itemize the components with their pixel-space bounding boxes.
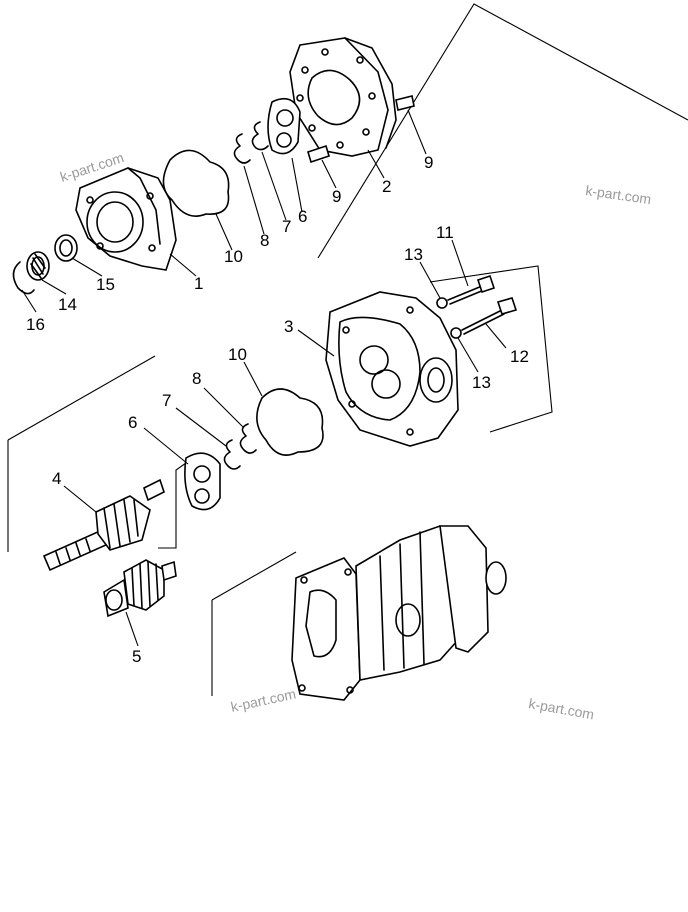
dowel-pin-part-9-upper [395, 95, 415, 111]
callout-5: 5 [132, 647, 141, 666]
callout-1: 1 [194, 274, 203, 293]
bracket-left-top [7, 355, 156, 441]
callout-9-upper: 9 [424, 153, 433, 172]
callout-14: 14 [58, 295, 77, 314]
bolt-part-12 [461, 297, 518, 335]
o-ring-part-10-upper [162, 149, 230, 217]
rear-housing-part-2 [289, 37, 397, 157]
washer-part-15-hole [59, 239, 73, 257]
watermark-4: k-part.com [527, 695, 595, 722]
callout-6-lower: 6 [128, 413, 137, 432]
callout-12: 12 [510, 347, 529, 366]
callout-7-lower: 7 [162, 391, 171, 410]
pressure-plate-part-6-lower [184, 452, 221, 511]
dowel-pin-part-9-lower [307, 144, 330, 164]
callout-15: 15 [96, 275, 115, 294]
callout-10-lower: 10 [228, 345, 247, 364]
backup-ring-part-8-upper [233, 133, 251, 164]
watermark-2: k-part.com [585, 182, 653, 207]
washer-part-13-upper [436, 297, 448, 309]
callout-10-upper: 10 [224, 247, 243, 266]
seal-part-7-upper [251, 121, 269, 151]
washer-part-13-lower [450, 327, 462, 339]
callout-2: 2 [382, 177, 391, 196]
callout-13-upper: 13 [404, 245, 423, 264]
leader-lines [21, 109, 507, 647]
middle-housing-part-3 [325, 291, 459, 447]
pressure-plate-part-6-upper [267, 97, 301, 155]
bolt-part-11 [447, 274, 496, 305]
washer-part-15 [54, 234, 78, 262]
bracket-right-mid [429, 265, 553, 433]
bearing-part-14 [26, 251, 50, 281]
seal-part-7-lower [223, 439, 241, 470]
callout-8-lower: 8 [192, 369, 201, 388]
watermark-3: k-part.com [229, 686, 297, 715]
bracket-assembly-top [211, 551, 297, 601]
callout-6-upper: 6 [298, 207, 307, 226]
callout-7-upper: 7 [282, 217, 291, 236]
callout-11: 11 [436, 223, 454, 242]
callout-16: 16 [26, 315, 45, 334]
driven-gear-part-5 [103, 559, 177, 618]
front-cover-part-1 [75, 167, 177, 271]
callout-4: 4 [52, 469, 61, 488]
bracket-upper-right [317, 3, 688, 259]
callout-13-lower: 13 [472, 373, 491, 392]
snap-ring-part-16 [12, 261, 35, 295]
pump-assembly [291, 525, 507, 701]
backup-ring-part-8-lower [239, 423, 257, 454]
callout-3: 3 [284, 317, 293, 336]
callout-9-lower: 9 [332, 187, 341, 206]
callout-8-upper: 8 [260, 231, 269, 250]
o-ring-part-10-lower [256, 388, 324, 456]
callout-numbers: 1 2 9 9 6 7 8 10 15 14 16 3 11 13 12 13 … [26, 153, 529, 666]
drive-gear-shaft-part-4 [42, 478, 165, 572]
